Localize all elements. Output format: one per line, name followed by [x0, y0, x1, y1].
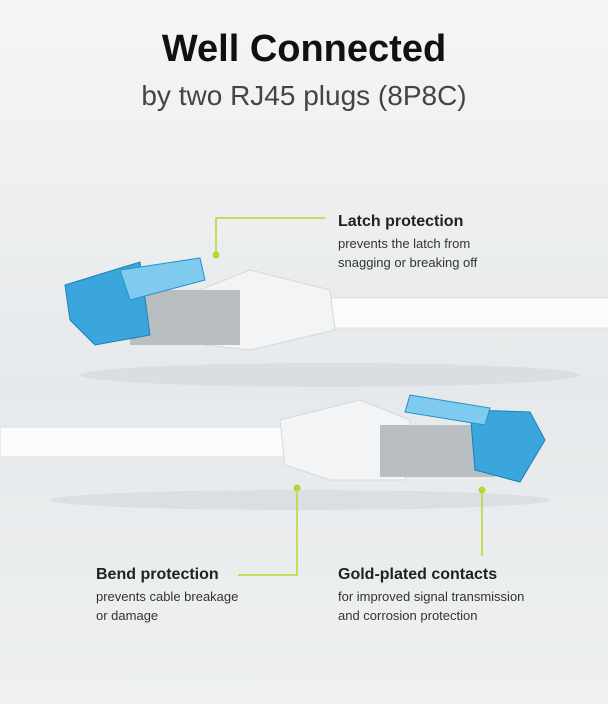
- latch-marker-dot: [212, 251, 220, 259]
- top-plug: [64, 257, 608, 387]
- bend-marker-dot: [293, 484, 301, 492]
- latch-title: Latch protection: [338, 213, 464, 230]
- bottom-plug: [0, 394, 550, 510]
- contacts-title: Gold-plated contacts: [338, 566, 498, 583]
- bend-title: Bend protection: [96, 566, 219, 583]
- page-subtitle: by two RJ45 plugs (8P8C): [141, 80, 467, 111]
- callout-lines: [215, 217, 483, 576]
- page-title: Well Connected: [161, 28, 447, 70]
- contacts-marker-dot: [478, 486, 486, 494]
